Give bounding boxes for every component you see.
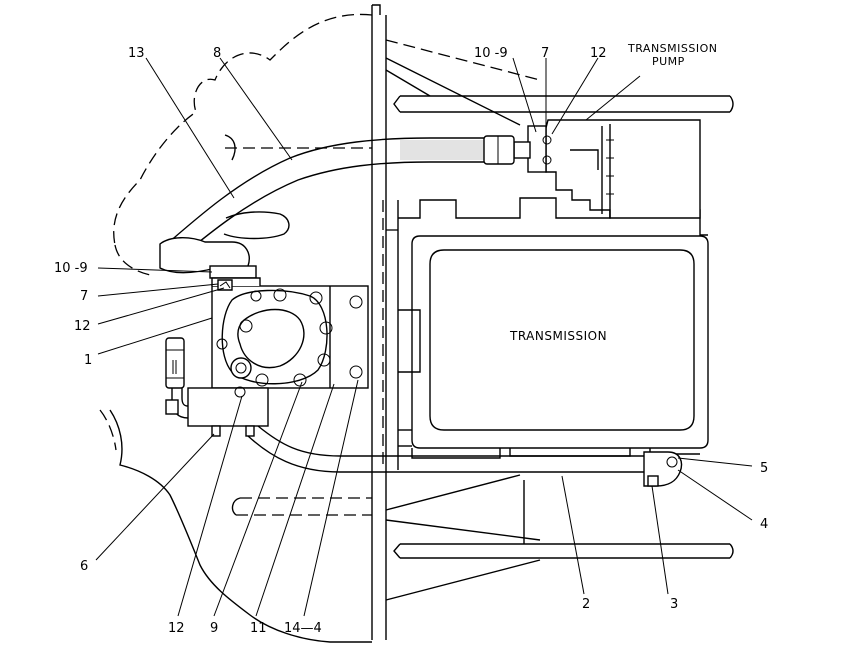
callout-4: 4 [760,517,768,532]
cooler-inlet-elbow [159,237,257,279]
callout-13: 13 [128,46,145,61]
callout-10-9-top: 10 -9 [474,46,508,61]
engine-outline [99,13,373,643]
callout-6: 6 [80,559,88,574]
callout-12-bottom: 12 [168,621,185,636]
callout-10-9-left: 10 -9 [54,261,88,276]
frame-structure [371,4,734,640]
callout-labels: 13 8 10 -9 7 12 10 -9 7 12 1 5 4 3 2 6 1… [54,46,768,636]
transmission-pump [513,119,701,219]
callout-7-top: 7 [541,46,549,61]
leader-lines [95,57,753,617]
callout-12-left: 12 [74,319,91,334]
callout-12-top: 12 [590,46,607,61]
inline-switch [165,337,189,419]
callout-8: 8 [213,46,221,61]
line-2 [247,425,683,487]
callout-2: 2 [582,597,590,612]
callout-1: 1 [84,353,92,368]
transmission-housing [386,197,709,459]
transmission-label: TRANSMISSION [509,329,607,343]
filter-assembly [187,277,369,437]
callout-9: 9 [210,621,218,636]
callout-7-left: 7 [80,289,88,304]
callout-5: 5 [760,461,768,476]
transmission-pump-label-line1: TRANSMISSION [627,42,717,55]
callout-14-4: 14—4 [284,621,322,636]
transmission-pump-label-line2: PUMP [652,55,685,68]
callout-11: 11 [250,621,267,636]
hose-8 [159,135,515,267]
callout-3: 3 [670,597,678,612]
component-captions: TRANSMISSION PUMP TRANSMISSION [509,42,717,343]
